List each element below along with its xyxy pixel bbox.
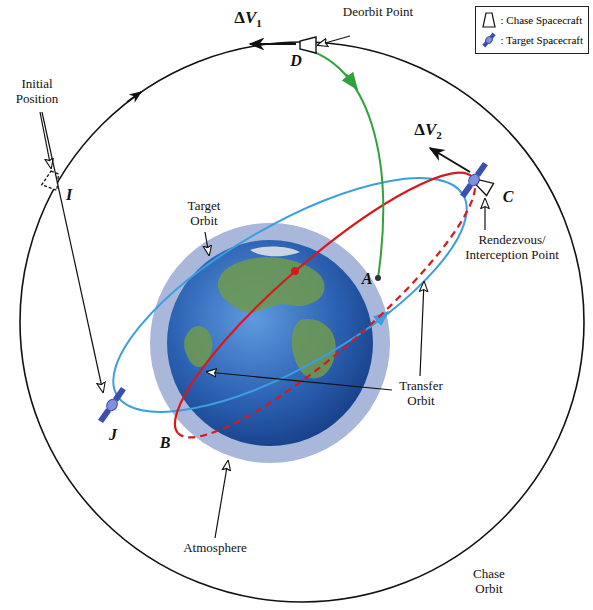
legend-text: : Chase Spacecraft — [500, 14, 582, 26]
callout-label: Transfer Orbit — [386, 378, 456, 408]
target-spacecraft-symbol — [481, 31, 497, 49]
callout-label: Atmosphere — [168, 540, 262, 555]
callout-label: Deorbit Point — [340, 4, 416, 19]
orbit-direction-arrow — [369, 312, 388, 328]
orbit-direction-arrow — [346, 74, 357, 89]
legend-row: : Chase Spacecraft — [481, 10, 583, 30]
target-spacecraft — [458, 161, 489, 200]
point-letter: J — [106, 426, 120, 444]
chase-orbit — [20, 42, 584, 602]
point-letter: B — [157, 434, 173, 452]
target-orbit — [82, 134, 498, 455]
leader-lines — [40, 36, 485, 538]
delta-v-label: ΔV1 — [228, 8, 268, 33]
chase-spacecraft — [300, 37, 316, 53]
callout-label: Target Orbit — [174, 198, 234, 228]
callout-label: Rendezvous/ Interception Point — [462, 232, 562, 262]
point-letter: I — [63, 186, 75, 204]
deorbit-trajectory — [300, 48, 383, 278]
legend-box: : Chase Spacecraft : Target Spacecraft — [475, 6, 589, 54]
legend-row: : Target Spacecraft — [481, 30, 583, 50]
point-a-dot — [375, 275, 381, 281]
delta-v-label: ΔV2 — [408, 120, 448, 145]
callout-label: Chase Orbit — [462, 566, 516, 596]
target-spacecraft — [96, 386, 127, 425]
delta-v-arrow — [430, 148, 470, 172]
callout-label: Initial Position — [2, 76, 72, 106]
transfer-orbit — [148, 143, 501, 467]
atmosphere — [150, 223, 390, 463]
chase-spacecraft-symbol — [481, 11, 497, 29]
legend-text: : Target Spacecraft — [500, 34, 583, 46]
orbit-direction-arrow — [127, 92, 141, 102]
point-letter: C — [500, 188, 516, 206]
point-letter: D — [288, 52, 304, 70]
chase-spacecraft — [42, 170, 63, 191]
orbit-point — [291, 267, 299, 275]
delta-v-arrow — [250, 43, 296, 45]
point-letter: A — [360, 270, 374, 288]
